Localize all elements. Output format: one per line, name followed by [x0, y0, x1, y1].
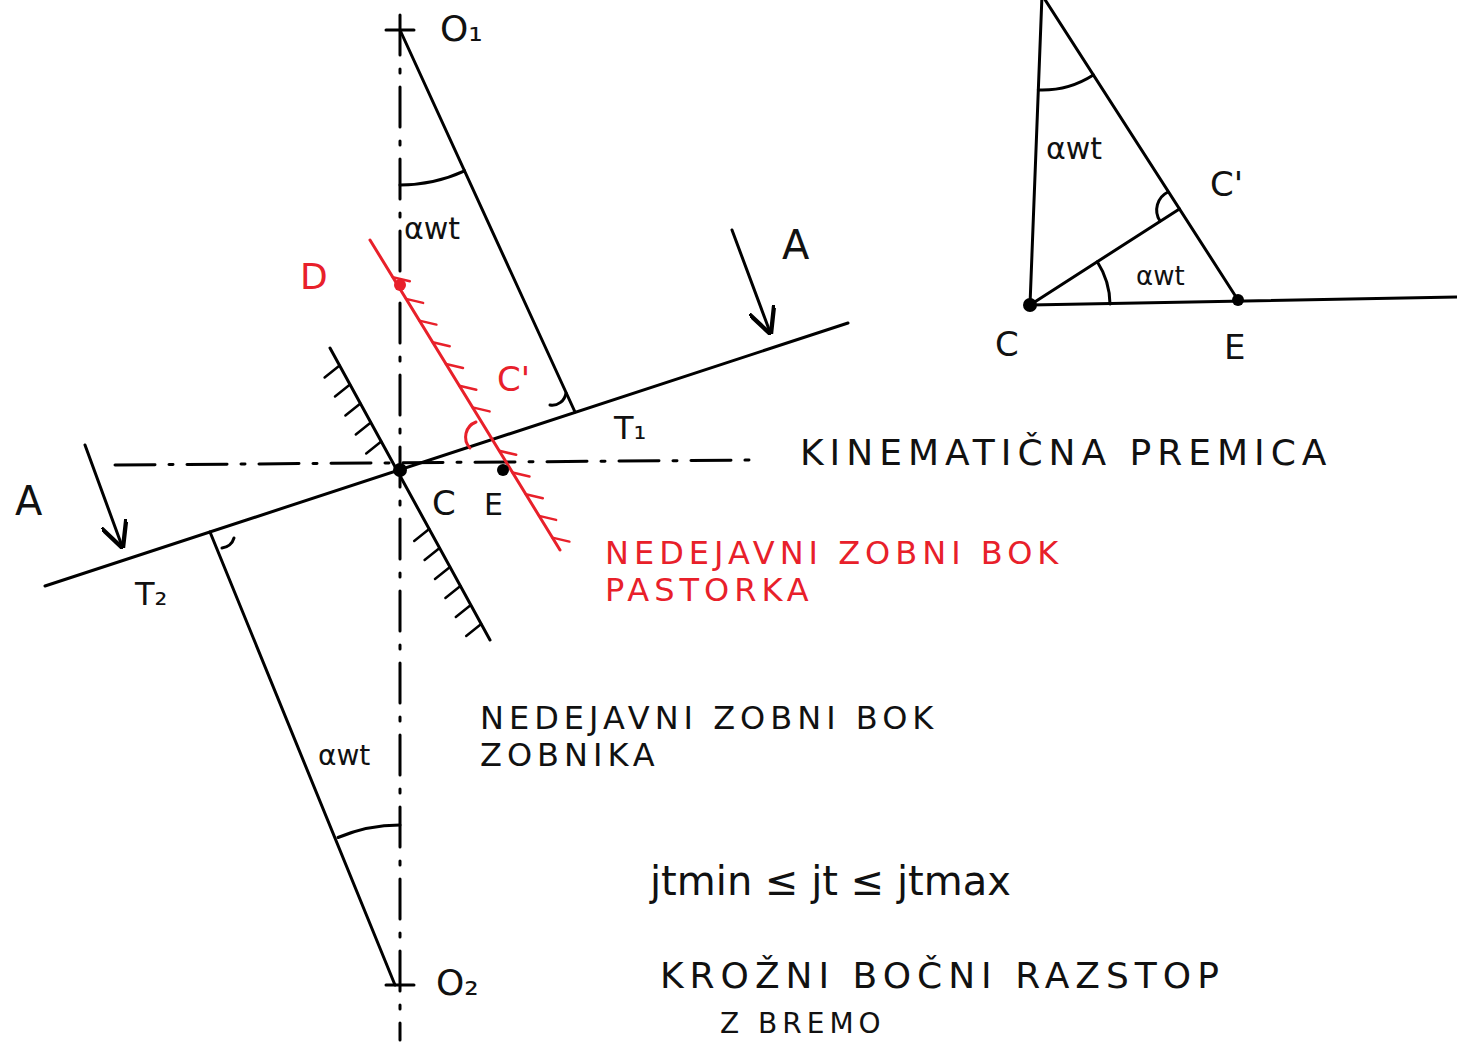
hatch-mark	[425, 548, 440, 560]
hatch-mark	[335, 385, 350, 397]
flank-hatching	[393, 277, 570, 541]
point-label: D	[300, 256, 328, 297]
section-arrow	[732, 230, 770, 332]
hatch-mark	[552, 538, 569, 542]
section-label: A	[782, 222, 809, 268]
point-label: C'	[1210, 165, 1243, 204]
contact-arc	[466, 422, 476, 448]
point-label: C	[432, 484, 456, 523]
angle-label: αwt	[1046, 132, 1102, 167]
point-label: T₂	[135, 576, 167, 613]
section-label: A	[15, 478, 42, 524]
angle-arc	[400, 171, 465, 185]
hatch-mark	[446, 364, 463, 368]
hatch-mark	[526, 494, 543, 498]
hatch-mark	[345, 403, 360, 415]
line-name: KINEMATIČNA PREMICA	[800, 432, 1332, 473]
flank-note: NEDEJAVNI ZOBNI BOK ZOBNIKA	[480, 700, 950, 774]
radius-line	[400, 30, 575, 412]
hatch-mark	[325, 366, 340, 378]
right-angle-arc	[1157, 192, 1168, 221]
hatch-mark	[473, 407, 490, 411]
point-label: C'	[497, 360, 530, 399]
pinion-flank	[370, 240, 560, 550]
hatch-mark	[499, 451, 516, 455]
backlash-formula: jtmin ≤ jt ≤ jtmax	[650, 858, 1011, 904]
angle-arc	[1097, 262, 1110, 304]
point-label: E	[1224, 328, 1245, 367]
angle-label: αwt	[1136, 262, 1185, 292]
flank-hatching	[325, 366, 482, 636]
backlash-note: Z BREMO	[720, 1008, 886, 1040]
radius-line	[210, 532, 395, 985]
section-arrow	[85, 445, 122, 546]
angle-label: αwt	[404, 212, 460, 247]
hatch-mark	[539, 516, 556, 520]
point-dot	[497, 464, 509, 476]
hatch-mark	[459, 386, 476, 390]
hatch-mark	[513, 473, 530, 477]
right-angle-arc	[550, 393, 566, 405]
point-dot	[1232, 294, 1244, 306]
angle-arc	[338, 825, 400, 838]
center-label: O₁	[440, 8, 483, 49]
triangle-side	[1030, 0, 1042, 305]
backlash-note: KROŽNI BOČNI RAZSTOP	[660, 955, 1225, 996]
center-label: O₂	[436, 962, 479, 1003]
point-dot	[1023, 298, 1037, 312]
point-dot	[394, 279, 406, 291]
wheel-flank	[330, 348, 490, 640]
hatch-mark	[366, 441, 381, 453]
point-label: C	[995, 325, 1019, 364]
hatch-mark	[445, 586, 460, 598]
angle-label: αwt	[318, 740, 370, 772]
angle-arc	[1038, 75, 1093, 90]
hatch-mark	[456, 605, 471, 617]
right-angle-arc	[222, 538, 234, 548]
point-label: T₁	[614, 410, 646, 447]
triangle-side	[1042, 0, 1238, 300]
hatch-mark	[433, 342, 450, 346]
hatch-mark	[466, 624, 481, 636]
hatch-mark	[406, 299, 423, 303]
center-mark	[386, 984, 414, 987]
point-label: E	[484, 488, 503, 523]
point-dot	[393, 463, 407, 477]
flank-note: NEDEJAVNI ZOBNI BOK PASTORKA	[605, 535, 1285, 609]
hatch-mark	[419, 321, 436, 325]
hatch-mark	[356, 422, 371, 434]
pitch-line	[115, 460, 760, 465]
hatch-mark	[414, 529, 429, 541]
center-axis	[399, 15, 402, 1040]
hatch-mark	[435, 567, 450, 579]
